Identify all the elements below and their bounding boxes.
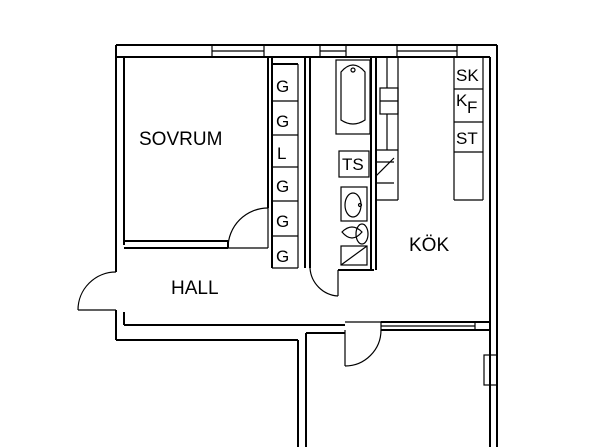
unit-f: F (467, 98, 477, 117)
ts-cabinet (338, 150, 370, 178)
closet-label-1: G (276, 77, 289, 96)
shaft (340, 245, 368, 266)
unit-k: K (456, 91, 468, 110)
unit-st: ST (456, 129, 478, 148)
bedroom-door (227, 207, 269, 249)
kitchen: SK K F ST (344, 57, 490, 367)
closets: G G L G G G (272, 63, 299, 269)
room-label-bedroom: SOVRUM (139, 129, 222, 150)
closet-label-5: G (276, 212, 289, 231)
closet-label-4: G (276, 177, 289, 196)
closet-label-2: G (276, 112, 289, 131)
bedroom-walls (124, 57, 273, 268)
bathroom-door (309, 267, 339, 297)
closet-label-3: L (277, 144, 286, 163)
room-label-kitchen: KÖK (409, 235, 449, 256)
entrance-door (77, 271, 117, 311)
kitchen-door (344, 329, 382, 367)
hall (77, 271, 345, 447)
room-label-hall: HALL (171, 278, 219, 299)
unit-sk: SK (456, 66, 479, 85)
sink (340, 186, 368, 222)
ts-label: TS (342, 155, 364, 174)
bathroom: TS (304, 57, 377, 297)
toilet (341, 226, 363, 239)
closet-label-6: G (276, 247, 289, 266)
windows (211, 44, 498, 386)
